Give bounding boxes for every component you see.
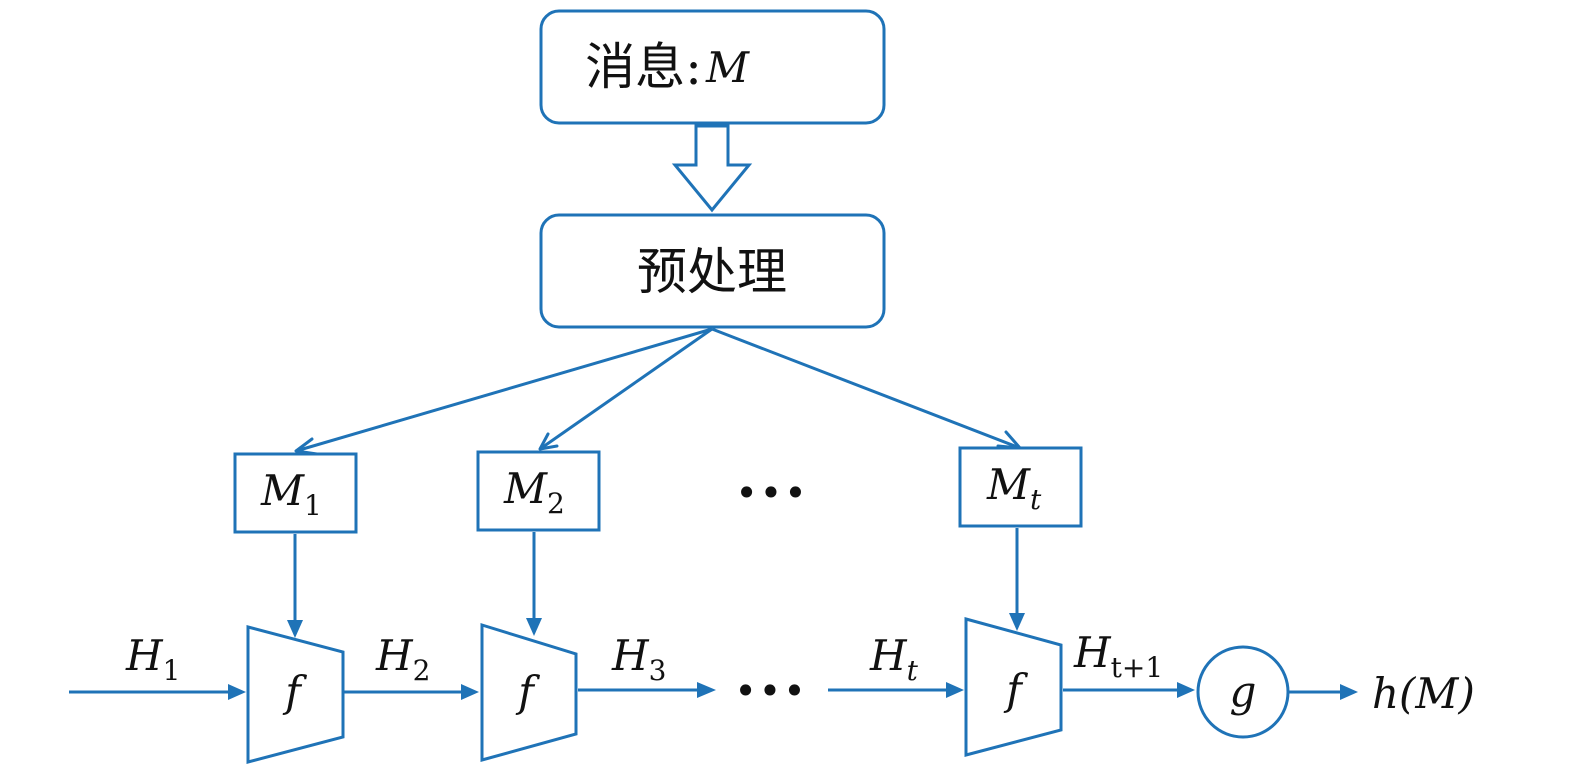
block-node-t: Mt	[958, 446, 1083, 528]
state-sub-1: 1	[163, 654, 181, 687]
fanout-arrow-2	[539, 327, 713, 451]
fanout-arrow-1	[295, 327, 713, 453]
down-arrowhead-1	[287, 620, 303, 638]
state-sub-t: t	[907, 654, 919, 687]
block-ellipsis: •••	[735, 471, 808, 515]
state-base-1: H	[125, 631, 164, 680]
message-prefix: 消息:	[585, 38, 702, 96]
state-base-t1: H	[1073, 628, 1112, 677]
block-base-1: M	[260, 466, 305, 515]
compression-function-1	[246, 625, 345, 764]
block-sub-t: t	[1030, 483, 1042, 516]
state-label-1: H1	[125, 631, 180, 687]
state-sub-3: 3	[649, 654, 667, 687]
block-label-1: M1	[260, 466, 322, 522]
output-arrowhead	[1340, 684, 1358, 700]
message-node: 消息: M	[539, 9, 886, 125]
block-box-2	[476, 450, 601, 532]
preprocess-node: 预处理	[539, 213, 886, 329]
state-label-t1: Ht+1	[1073, 628, 1163, 684]
state-label-2: H2	[375, 631, 430, 687]
block-box-t	[958, 446, 1083, 528]
state-arrowhead-3	[697, 682, 716, 698]
block-box-1	[233, 452, 358, 534]
output-label: h(M)	[1372, 669, 1475, 718]
state-arrowhead-2	[461, 684, 479, 700]
finalization-function	[1196, 645, 1290, 739]
message-symbol: M	[705, 43, 750, 92]
compression-node-2: f	[480, 622, 578, 762]
finalization-label: g	[1230, 667, 1257, 716]
down-arrowhead-2	[526, 618, 542, 636]
compression-function-2	[480, 622, 578, 762]
state-sub-2: 2	[413, 654, 431, 687]
state-arrowhead-t1	[1177, 682, 1195, 698]
block-sub-1: 1	[304, 489, 322, 522]
state-arrowhead-t	[946, 682, 964, 698]
message-box	[539, 9, 886, 125]
state-base-2: H	[375, 631, 414, 680]
state-label-t: Ht	[869, 631, 919, 687]
state-ellipsis: •••	[734, 669, 807, 713]
block-node-2: M2	[476, 450, 601, 532]
preprocess-label: 预处理	[637, 243, 787, 301]
state-base-3: H	[611, 631, 650, 680]
state-base-t: H	[869, 631, 908, 680]
state-label-3: H3	[611, 631, 666, 687]
block-sub-2: 2	[547, 487, 565, 520]
compression-node-1: f	[246, 625, 345, 764]
down-arrowhead-t	[1009, 613, 1025, 631]
block-base-2: M	[503, 464, 548, 513]
block-label-t: Mt	[986, 460, 1042, 516]
compression-function-t	[964, 617, 1063, 757]
block-node-1: M1	[233, 452, 358, 534]
block-arrow-down	[671, 124, 753, 213]
fanout-arrow-t	[711, 327, 1021, 450]
fanout-arrowhead-2	[538, 432, 559, 451]
state-arrowhead-1	[228, 684, 246, 700]
finalization-node: g	[1196, 645, 1290, 739]
state-sub-t1: t+1	[1111, 651, 1164, 684]
compression-node-t: f	[964, 617, 1063, 757]
preprocess-box	[539, 213, 886, 329]
block-base-t: M	[986, 460, 1031, 509]
block-label-2: M2	[503, 464, 565, 520]
